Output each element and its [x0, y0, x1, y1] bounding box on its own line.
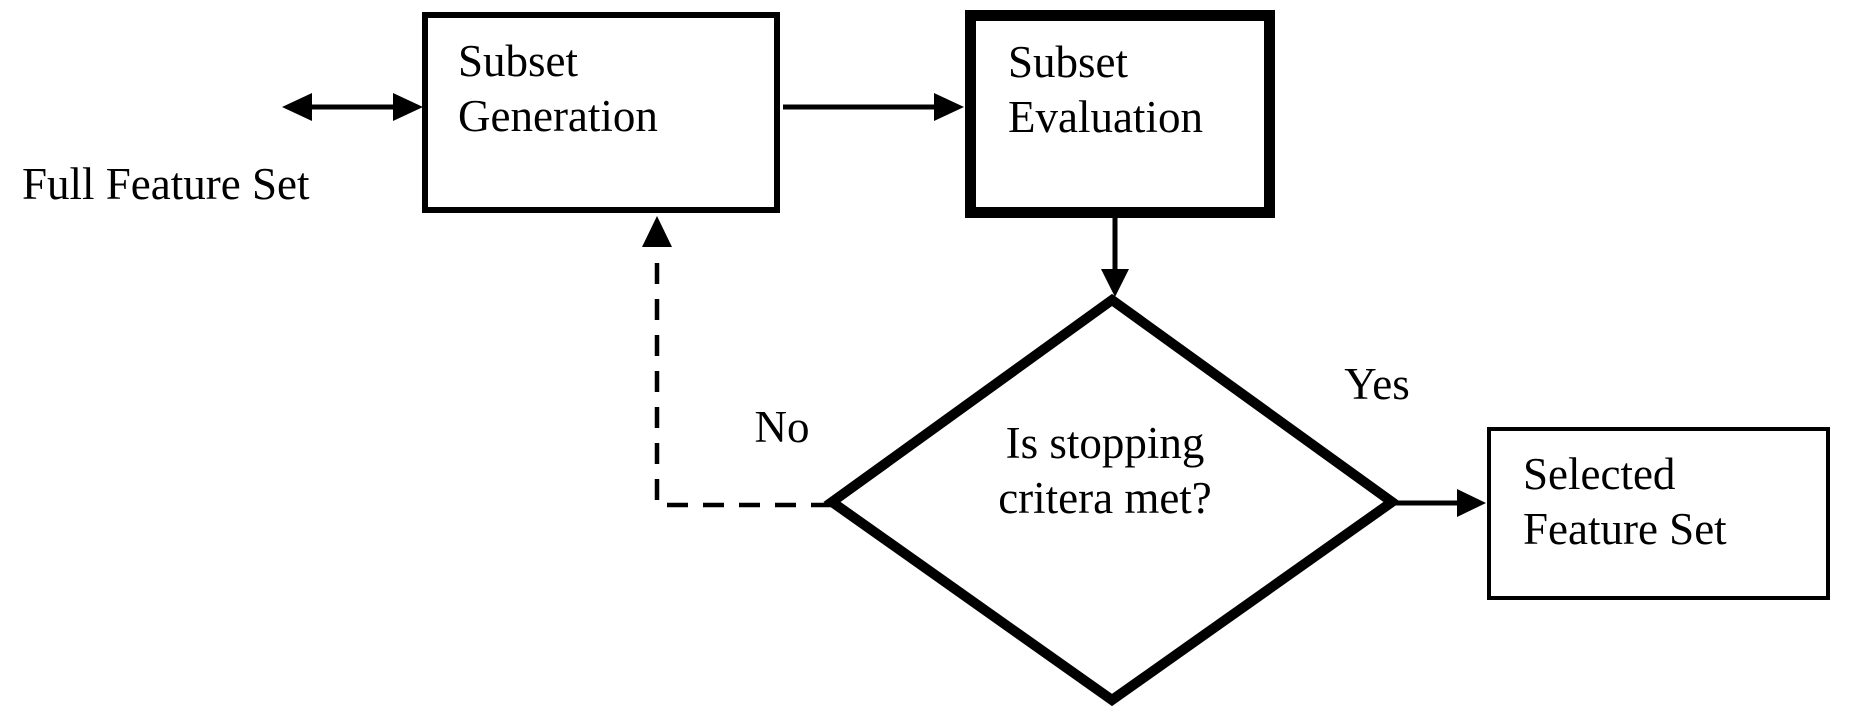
- arrowhead-icon: [934, 93, 964, 121]
- subset-evaluation-label-line2: Evaluation: [1008, 92, 1203, 142]
- subset-evaluation-label-line1: Subset: [1008, 37, 1129, 87]
- decision-diamond-label: Is stopping critera met?: [925, 416, 1285, 526]
- arrowhead-icon: [1101, 269, 1129, 297]
- decision-diamond-shape: [823, 293, 1401, 707]
- yes-branch-label: Yes: [1344, 359, 1410, 409]
- decision-label-line2: critera met?: [998, 473, 1212, 523]
- selected-feature-set-label-line2: Feature Set: [1523, 504, 1727, 554]
- arrow-full-feature-set-to-generation: [282, 93, 423, 121]
- arrowhead-left-icon: [282, 93, 312, 121]
- subset-generation-box: Subset Generation: [422, 12, 780, 213]
- dashed-no-feedback-arrow: [642, 216, 832, 508]
- subset-generation-label-line1: Subset: [458, 36, 579, 86]
- selected-feature-set-box: Selected Feature Set: [1487, 427, 1830, 600]
- arrowhead-up-icon: [642, 216, 672, 247]
- arrowhead-right-icon: [393, 93, 423, 121]
- full-feature-set-label: Full Feature Set: [22, 159, 310, 209]
- arrow-decision-to-selected: [1396, 489, 1486, 517]
- decision-label-line1: Is stopping: [1005, 418, 1205, 468]
- arrow-evaluation-to-decision: [1101, 218, 1129, 297]
- no-branch-label: No: [754, 402, 810, 452]
- subset-evaluation-box: Subset Evaluation: [965, 10, 1275, 218]
- arrow-generation-to-evaluation: [783, 93, 964, 121]
- arrowhead-icon: [1457, 489, 1486, 517]
- subset-generation-label-line2: Generation: [458, 91, 658, 141]
- selected-feature-set-label-line1: Selected: [1523, 449, 1676, 499]
